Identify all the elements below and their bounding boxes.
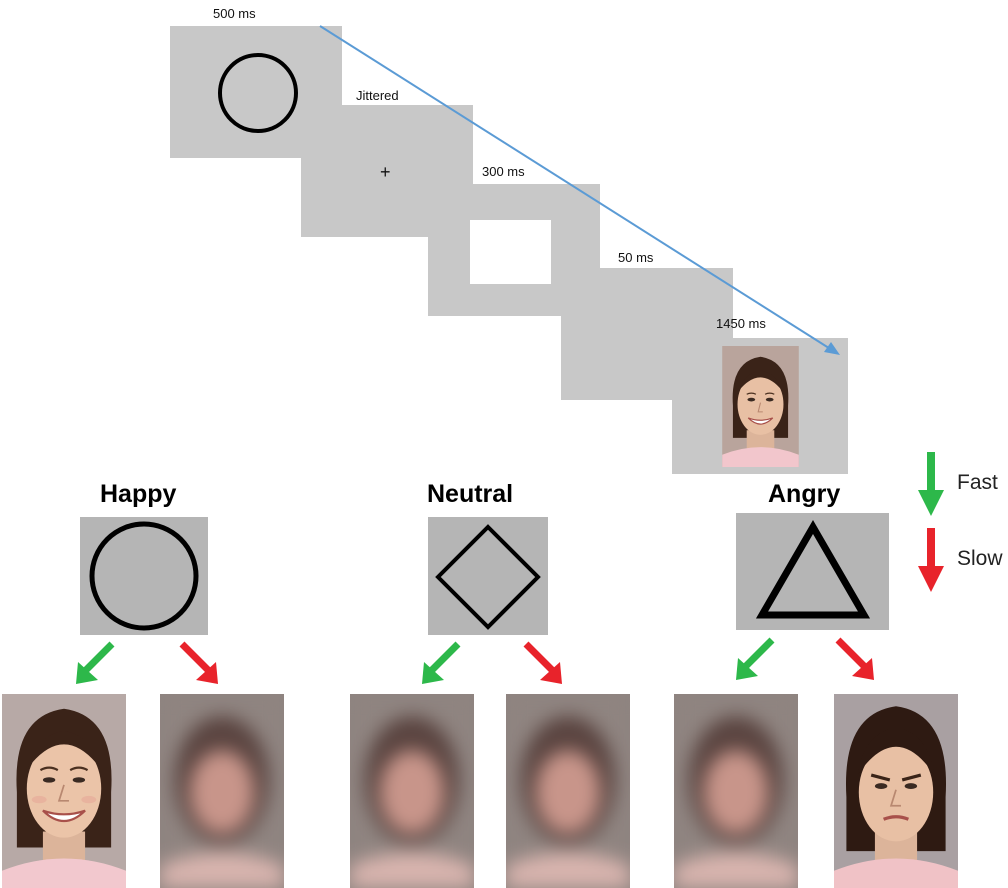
fixation-cross: + (380, 162, 391, 182)
diamond-shape-icon (435, 524, 541, 630)
condition-title-angry: Angry (768, 480, 841, 508)
condition-title-happy: Happy (100, 480, 177, 508)
white-rectangle (470, 220, 551, 284)
timing-label-4: 50 ms (618, 250, 654, 265)
timing-label-3: 300 ms (482, 164, 525, 179)
slow-arrow-happy (179, 641, 218, 684)
slow-arrow-neutral (523, 641, 562, 684)
screen-face (672, 338, 848, 474)
blurred-face-photo-neutral-slow (506, 694, 630, 888)
circle-cue-shape (218, 53, 298, 133)
fast-arrow-happy (76, 641, 115, 684)
angry-face-photo (834, 694, 958, 888)
slow-label: Slow (957, 547, 1003, 570)
slow-arrow-icon (918, 528, 944, 592)
shape-box-angry (736, 513, 889, 630)
blurred-face-photo-neutral-fast (350, 694, 474, 888)
fast-arrow-icon (918, 452, 944, 516)
happy-face-photo-small (722, 346, 799, 467)
condition-title-neutral: Neutral (427, 480, 514, 508)
shape-box-neutral (428, 517, 548, 635)
timing-label-1: 500 ms (213, 6, 256, 21)
fast-arrow-angry (736, 637, 775, 680)
blurred-face-photo-happy-slow (160, 694, 284, 888)
timing-label-2: Jittered (356, 88, 399, 103)
timing-label-5: 1450 ms (716, 316, 766, 331)
blurred-face-photo-angry-fast (674, 694, 798, 888)
shape-box-happy (80, 517, 208, 635)
circle-shape-icon (89, 521, 199, 631)
fast-arrow-neutral (422, 641, 461, 684)
slow-arrow-angry (835, 637, 874, 680)
triangle-shape-icon (756, 520, 870, 619)
fast-label: Fast (957, 471, 998, 494)
happy-face-photo (2, 694, 126, 888)
